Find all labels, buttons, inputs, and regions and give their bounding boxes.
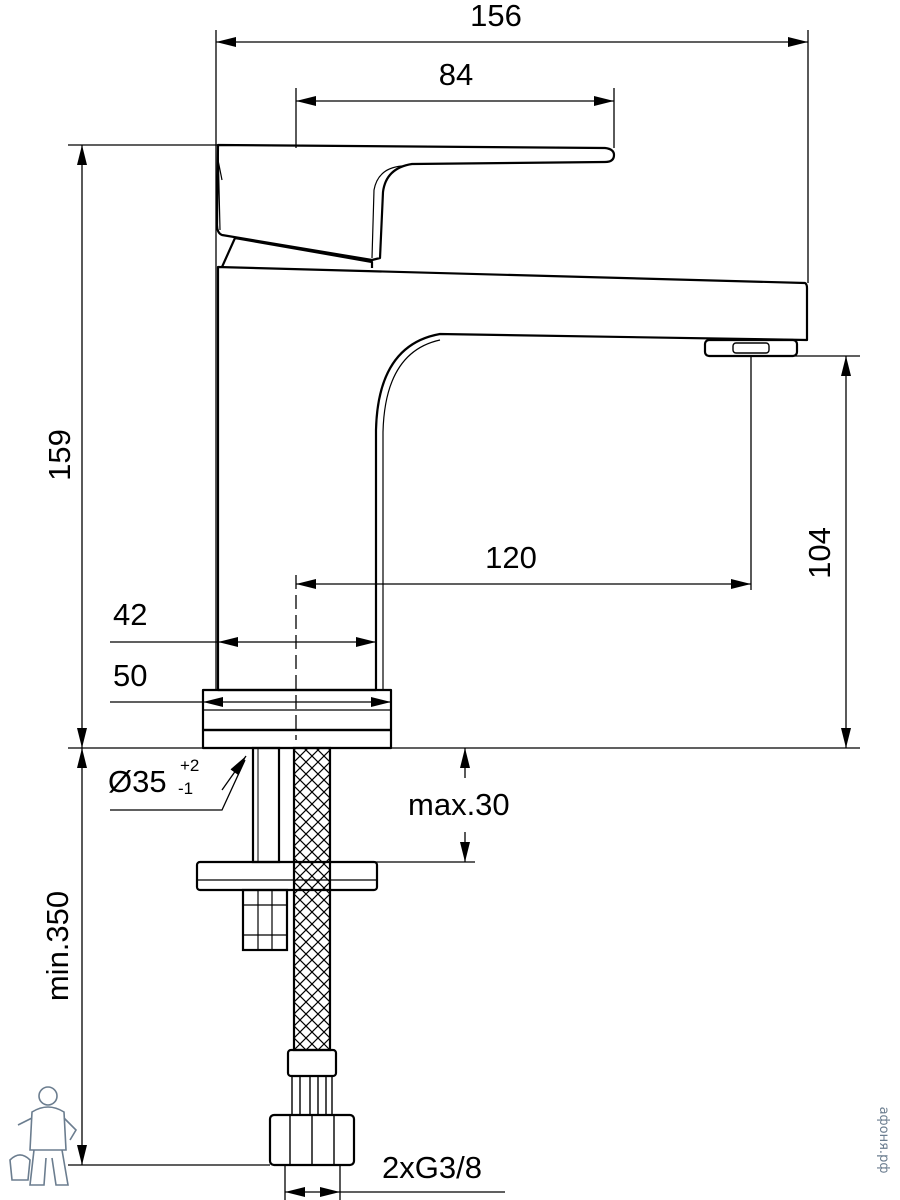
hex-nut (241, 888, 289, 952)
label-120: 120 (485, 540, 537, 575)
watermark-logo (9, 1086, 78, 1186)
label-84: 84 (439, 57, 473, 92)
lever-inner-line (371, 165, 403, 259)
label-156: 156 (470, 0, 522, 33)
base-ring (201, 728, 393, 750)
label-50: 50 (113, 658, 147, 693)
label-min350: min.350 (40, 891, 75, 1001)
mounting-kit (195, 746, 379, 1167)
label-42: 42 (113, 597, 147, 632)
watermark-text: афоня.рф (876, 1107, 891, 1174)
label-159: 159 (42, 429, 77, 481)
braided-hose (292, 746, 332, 1052)
label-diameter: Ø35 (108, 764, 167, 799)
threaded-rod (251, 746, 281, 864)
label-max30: max.30 (408, 787, 510, 822)
mounting-plate (195, 860, 379, 892)
faucet-body (216, 265, 809, 692)
label-104: 104 (802, 527, 837, 579)
faucet-outline (201, 143, 809, 750)
label-connection: 2xG3/8 (382, 1150, 482, 1185)
hose-ferrule (286, 1048, 338, 1078)
leader-diameter (110, 759, 246, 811)
label-tol-minus: -1 (178, 779, 193, 798)
dimension-lines (68, 30, 860, 1200)
spout-inner-line (382, 339, 441, 690)
label-tol-plus: +2 (180, 756, 199, 775)
lever-handle (215, 143, 616, 262)
cartridge-cap (220, 236, 374, 268)
